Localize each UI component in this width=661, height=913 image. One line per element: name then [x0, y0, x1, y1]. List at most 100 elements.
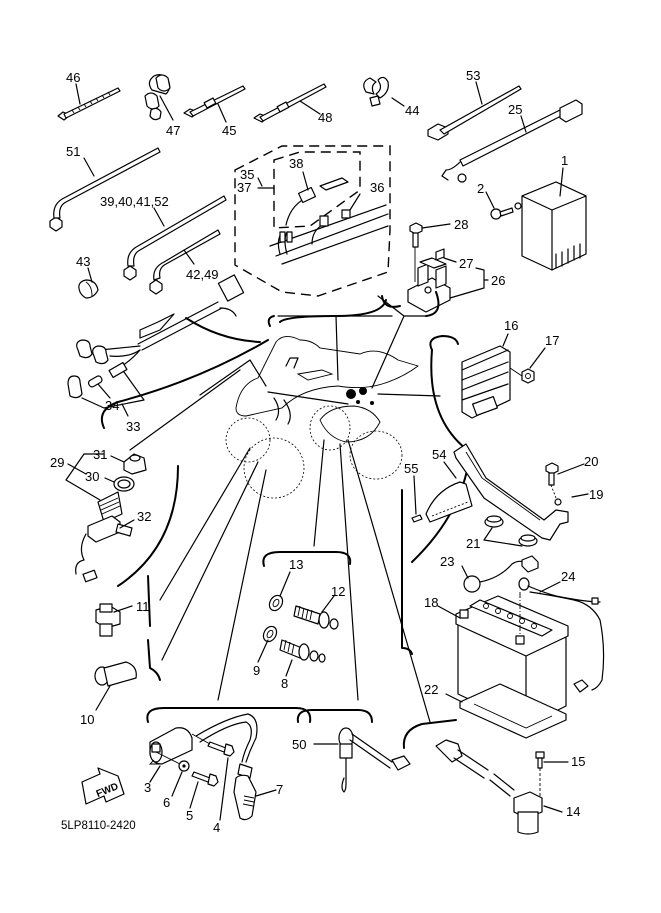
part-29-switch-assy[interactable] [75, 491, 123, 583]
callout-8: 8 [281, 676, 288, 691]
part-53-band[interactable] [427, 85, 522, 141]
callout-6: 6 [163, 795, 170, 810]
part-51-band[interactable] [49, 147, 161, 232]
callout-35: 35 [240, 167, 254, 182]
callout-26: 26 [491, 273, 505, 288]
part-45-band[interactable] [183, 85, 246, 118]
callout-32: 32 [137, 509, 151, 524]
part-43-grommet[interactable] [78, 279, 99, 299]
callout-16: 16 [504, 318, 518, 333]
part-21-grommet[interactable] [484, 515, 538, 547]
callout-39-40-41-52: 39,40,41,52 [100, 194, 169, 209]
callout-2: 2 [477, 181, 484, 196]
part-54-cover[interactable] [425, 481, 473, 523]
part-1-cdi-unit[interactable] [514, 181, 587, 271]
callout-23: 23 [440, 554, 454, 569]
part-4-bolt[interactable] [207, 741, 235, 757]
part-10-sensor[interactable] [94, 661, 137, 687]
part-2-screw[interactable] [490, 207, 514, 220]
callout-1: 1 [561, 153, 568, 168]
callout-54: 54 [432, 447, 446, 462]
part-7-spark-plug-cap[interactable] [195, 713, 258, 821]
callout-53: 53 [466, 68, 480, 83]
callout-25: 25 [508, 102, 522, 117]
callout-17: 17 [545, 333, 559, 348]
part-39-40-41-52-band[interactable] [123, 195, 227, 281]
callout-20: 20 [584, 454, 598, 469]
part-3-ignition-coil[interactable] [148, 727, 193, 765]
part-50-sensor[interactable] [338, 727, 411, 793]
callout-48: 48 [318, 110, 332, 125]
part-33-socket-cord[interactable] [67, 274, 245, 399]
callout-37: 37 [237, 180, 251, 195]
part-11-switch[interactable] [95, 603, 121, 637]
part-31-cap[interactable] [123, 453, 147, 475]
atv-location-diagram [225, 336, 419, 499]
part-24-battery-lead[interactable] [518, 577, 605, 693]
callout-43: 43 [76, 254, 90, 269]
part-27-fuse[interactable] [435, 248, 445, 261]
part-44-clamp[interactable] [363, 76, 389, 107]
fwd-arrow-icon: FWD [81, 767, 125, 805]
wire-harness-group-35[interactable] [234, 145, 391, 297]
part-42-49-band[interactable] [149, 229, 221, 295]
part-23-battery-lead[interactable] [463, 555, 539, 593]
callout-36: 36 [370, 180, 384, 195]
callout-14: 14 [566, 804, 580, 819]
callout-29: 29 [50, 455, 64, 470]
callout-47: 47 [166, 123, 180, 138]
callout-42-49: 42,49 [186, 267, 219, 282]
part-14-speed-sensor[interactable] [435, 739, 543, 835]
callout-46: 46 [66, 70, 80, 85]
callout-51: 51 [66, 144, 80, 159]
callout-4: 4 [213, 820, 220, 835]
part-32-key[interactable] [115, 523, 133, 537]
callout-21: 21 [466, 536, 480, 551]
callout-24: 24 [561, 569, 575, 584]
part-26-starter-relay[interactable] [407, 257, 451, 313]
callout-44: 44 [405, 103, 419, 118]
part-9-gasket[interactable] [261, 624, 279, 644]
callout-3: 3 [144, 780, 151, 795]
part-48-band[interactable] [253, 83, 327, 123]
part-6-washer[interactable] [178, 760, 190, 772]
part-25-wire-lead[interactable] [441, 99, 583, 183]
part-46-band[interactable] [57, 83, 121, 121]
callout-33: 33 [126, 419, 140, 434]
part-16-rectifier-regulator[interactable] [461, 345, 511, 419]
callout-45: 45 [222, 123, 236, 138]
part-22-battery-pad[interactable] [459, 683, 567, 739]
location-leaders [129, 295, 441, 723]
part-20-bolt[interactable] [545, 462, 559, 499]
callout-50: 50 [292, 737, 306, 752]
callout-5: 5 [186, 808, 193, 823]
callout-11: 11 [136, 599, 150, 614]
part-47-clamp[interactable] [144, 74, 171, 121]
part-17-nut[interactable] [521, 368, 535, 384]
callout-55: 55 [404, 461, 418, 476]
part-5-bolt[interactable] [191, 771, 219, 787]
part-19-battery-band[interactable] [453, 443, 569, 541]
part-8-switch[interactable] [279, 639, 326, 663]
callout-19: 19 [589, 487, 603, 502]
diagram-code: 5LP8110-2420 [61, 820, 136, 832]
callout-9: 9 [253, 663, 260, 678]
part-28-bolt[interactable] [409, 222, 423, 282]
part-30-nut[interactable] [113, 476, 135, 492]
callout-22: 22 [424, 682, 438, 697]
part-13-gasket[interactable] [267, 593, 285, 613]
callout-13: 13 [289, 557, 303, 572]
panel-borders [100, 291, 471, 749]
callout-28: 28 [454, 217, 468, 232]
part-55-rivet[interactable] [411, 514, 423, 523]
callout-15: 15 [571, 754, 585, 769]
callout-7: 7 [276, 782, 283, 797]
callout-18: 18 [424, 595, 438, 610]
callout-10: 10 [80, 712, 94, 727]
part-12-switch[interactable] [293, 605, 339, 630]
callout-38: 38 [289, 156, 303, 171]
callout-27: 27 [459, 256, 473, 271]
callout-30: 30 [85, 469, 99, 484]
part-15-bolt[interactable] [535, 751, 545, 796]
